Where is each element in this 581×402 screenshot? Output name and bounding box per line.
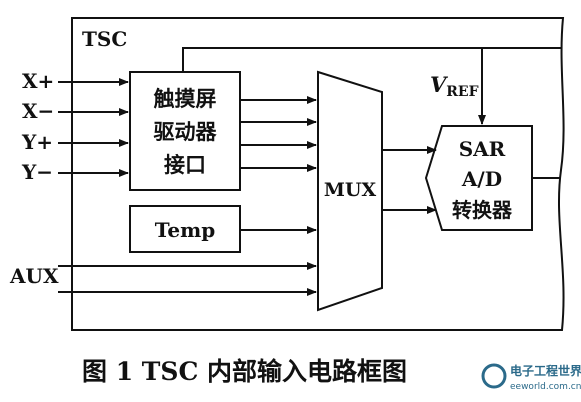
input-label-x-plus: X+ (22, 69, 54, 93)
eeworld-watermark: 电子工程世界 eeworld.com.cn (481, 363, 581, 392)
adc-line-3: 转换器 (452, 198, 513, 222)
tsc-label: TSC (82, 27, 127, 51)
vref-label: VREF (430, 72, 479, 100)
aux-label: AUX (9, 264, 59, 288)
touch-driver-line-3: 接口 (164, 152, 206, 177)
figure-caption: 图 1 TSC 内部输入电路框图 (82, 357, 407, 386)
watermark-line-2: eeworld.com.cn (510, 382, 581, 392)
tsc-outer-frame (71, 17, 565, 331)
adc-line-1: SAR (459, 137, 506, 161)
input-label-y-minus: Y− (21, 160, 53, 184)
adc-block (424, 125, 533, 231)
touch-driver-line-2: 驱动器 (154, 119, 218, 144)
vref-bus (182, 47, 562, 72)
mux-label: MUX (324, 179, 377, 201)
touch-driver-block (129, 71, 241, 191)
watermark-line-1: 电子工程世界 (510, 363, 581, 378)
input-label-x-minus: X− (22, 99, 54, 123)
watermark-logo-icon (481, 363, 507, 389)
temp-label: Temp (155, 218, 215, 242)
mux-block (317, 70, 383, 312)
input-label-y-plus: Y+ (21, 130, 53, 154)
touch-driver-line-1: 触摸屏 (154, 86, 217, 111)
adc-line-2: A/D (461, 167, 502, 191)
